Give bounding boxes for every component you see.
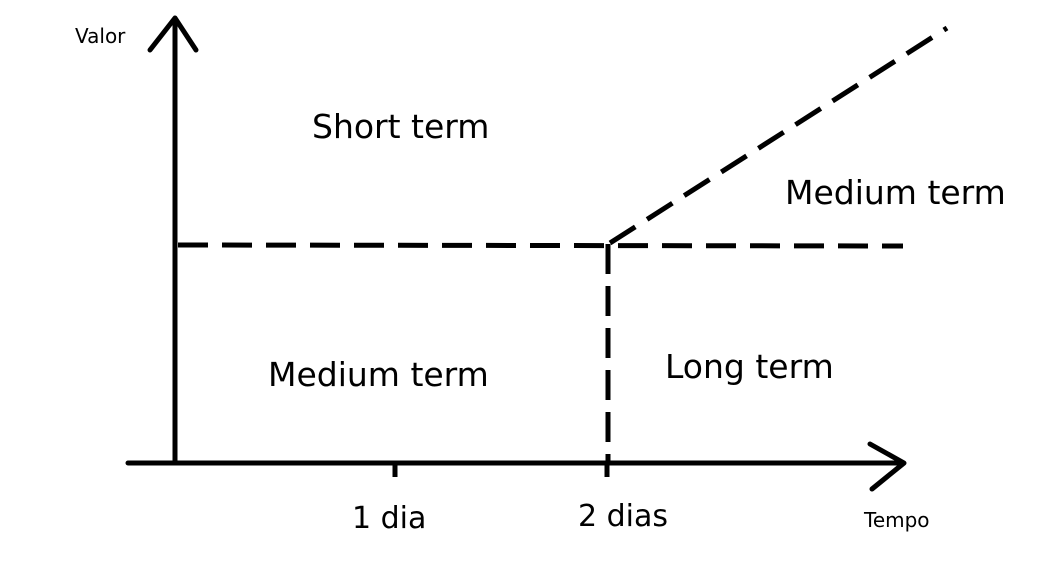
region-label-short-term: Short term [312,107,490,146]
x-axis-label: Tempo [864,508,930,532]
y-axis-arrowhead [147,15,199,53]
diagonal-dashed-boundary [608,25,949,246]
region-label-medium-term-lower: Medium term [268,355,489,394]
region-label-long-term: Long term [665,347,834,386]
y-axis-label: Valor [75,24,126,48]
tick-label-1-dia: 1 dia [352,501,427,536]
region-label-medium-term-upper: Medium term [785,173,1006,212]
tick-label-2-dias: 2 dias [578,499,669,534]
x-axis-arrowhead [867,441,907,492]
horizontal-dashed-threshold [177,242,904,249]
